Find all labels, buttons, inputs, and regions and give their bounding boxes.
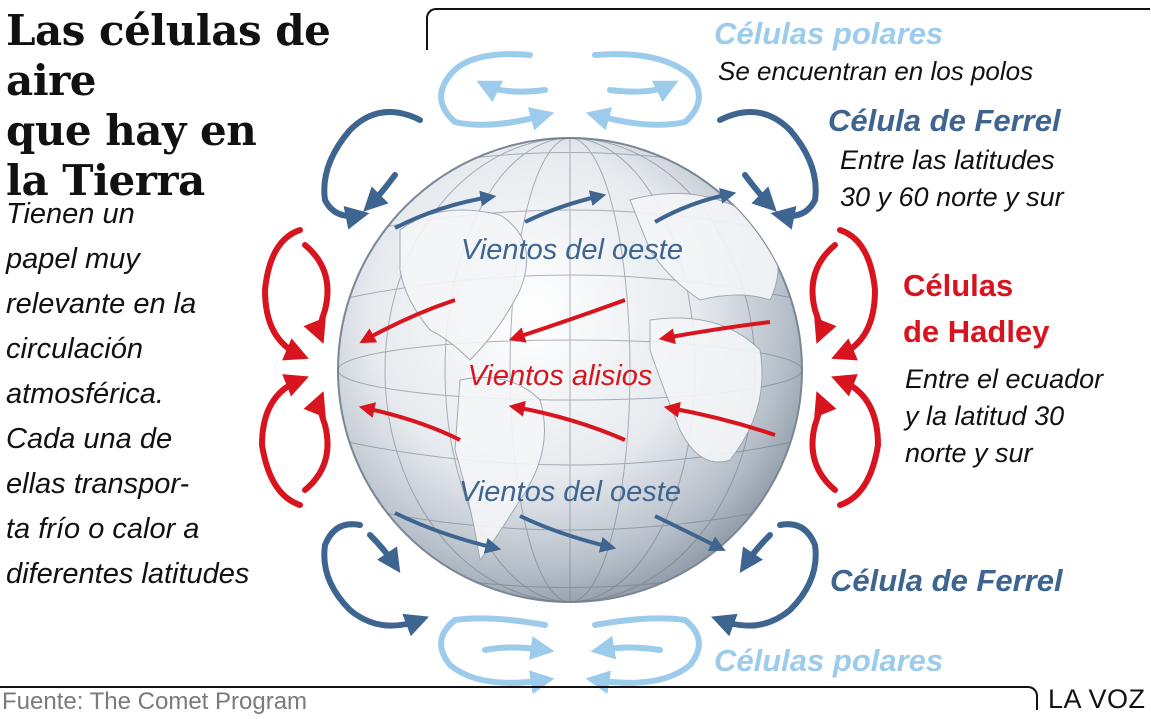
ferrel-description-line: 30 y 60 norte y sur <box>840 182 1064 212</box>
trade-winds-label: Vientos alisios <box>468 360 653 392</box>
polar-cells-top-label: Células polares <box>714 16 944 51</box>
westerlies-south-label: Vientos del oeste <box>459 476 681 508</box>
polar-cell-loop <box>585 615 702 695</box>
wind-arrow <box>654 514 726 551</box>
hadley-cell-loop <box>258 374 309 508</box>
polar-cell-loop <box>585 51 702 131</box>
hadley-description-line: y la latitud 30 <box>905 401 1065 431</box>
hadley-description-line: norte y sur <box>905 438 1033 468</box>
westerlies-south-arrows <box>394 511 726 554</box>
brand-logo-text: LA VOZ <box>1048 684 1146 714</box>
polar-cells-bottom <box>438 615 702 695</box>
ferrel-cell-loop <box>321 521 429 637</box>
source-credit: Fuente: The Comet Program <box>2 688 308 715</box>
polar-cell-loop <box>476 80 548 103</box>
hadley-description-line: Entre el ecuador <box>905 364 1104 394</box>
wind-arrow <box>663 401 776 437</box>
polar-cell-loop <box>482 636 555 660</box>
hadley-cells-label-line: de Hadley <box>903 314 1050 349</box>
title-line: que hay en <box>6 106 257 155</box>
polar-cells-top <box>438 51 702 131</box>
hadley-cell-loop <box>261 227 309 361</box>
hadley-cell-loop <box>831 227 879 361</box>
ferrel-cell-top-label: Célula de Ferrel <box>828 103 1061 138</box>
polar-cell-loop <box>607 80 679 103</box>
title-line: Las células de aire <box>6 6 331 105</box>
top-frame-line <box>426 8 1150 50</box>
hadley-cells-label-line: Células <box>903 268 1014 303</box>
polar-cell-loop <box>438 615 555 695</box>
intro-line: Cada una de <box>6 423 173 455</box>
wind-arrow <box>358 402 461 442</box>
ferrel-cell-loop <box>321 109 423 230</box>
wind-arrow <box>394 511 502 554</box>
wind-arrow <box>508 298 626 343</box>
intro-text: Tienen un papel muy relevante en la circ… <box>6 192 326 597</box>
intro-line: circulación <box>6 333 143 365</box>
polar-cell-loop <box>438 51 555 131</box>
hadley-cell-loop <box>809 242 838 344</box>
hadley-cell-loop <box>831 374 882 508</box>
intro-line: diferentes latitudes <box>6 558 250 590</box>
ferrel-cell-loop <box>742 172 777 212</box>
polar-cell-loop <box>590 635 663 660</box>
wind-arrow <box>508 400 626 442</box>
polar-cells-bottom-label: Células polares <box>714 643 944 678</box>
intro-line: ta frío o calor a <box>6 513 200 545</box>
polar-cells-description: Se encuentran en los polos <box>718 56 1034 86</box>
ferrel-cell-loop <box>739 532 773 573</box>
wind-arrow <box>394 190 497 230</box>
hadley-cell-loop <box>302 242 331 344</box>
intro-line: ellas transpor- <box>6 468 190 500</box>
wind-arrow <box>658 320 771 345</box>
page-title: Las células de aire que hay en la Tierra <box>6 6 426 206</box>
footer-line <box>0 686 1038 710</box>
ferrel-description-line: Entre las latitudes <box>840 145 1055 175</box>
wind-arrow <box>359 298 456 344</box>
wind-arrow <box>654 188 737 224</box>
ferrel-cell-loop <box>717 109 819 230</box>
ferrel-cell-loop <box>367 532 401 573</box>
hadley-cell-loop <box>302 391 331 493</box>
intro-line: atmosférica. <box>6 378 164 410</box>
hadley-cells <box>258 227 882 508</box>
ferrel-cell-loop <box>711 521 819 637</box>
ferrel-cell-bottom-label: Célula de Ferrel <box>830 563 1063 598</box>
intro-line: relevante en la <box>6 288 197 320</box>
wind-arrow <box>524 190 607 224</box>
intro-line: papel muy <box>6 243 140 275</box>
continents <box>399 192 779 562</box>
westerlies-north-label: Vientos del oeste <box>461 234 683 266</box>
intro-line: Tienen un <box>6 198 135 230</box>
westerlies-north-arrows <box>394 188 737 230</box>
hadley-cell-loop <box>809 391 838 493</box>
trade-winds-arrows <box>358 298 776 442</box>
ferrel-cell-loop <box>363 172 398 212</box>
wind-arrow <box>519 514 617 553</box>
ferrel-cells <box>321 109 819 637</box>
title-line: la Tierra <box>6 156 205 205</box>
